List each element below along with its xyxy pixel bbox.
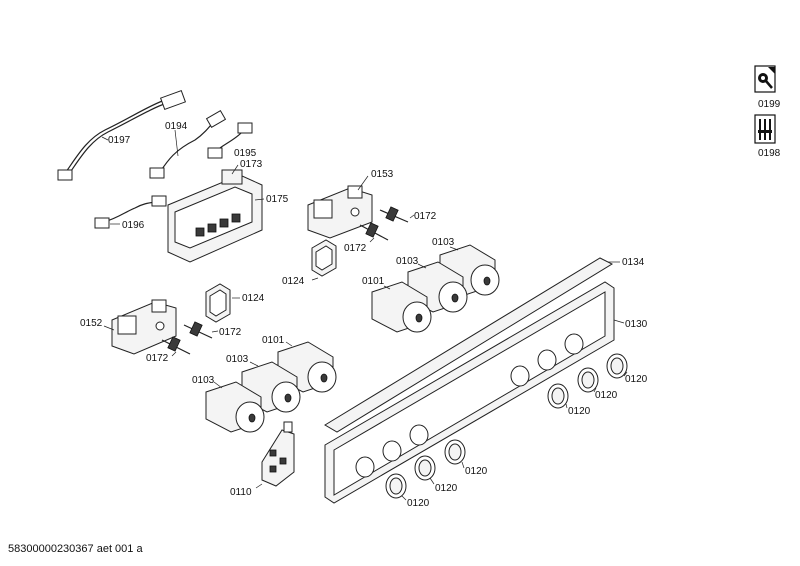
label-0196: 0196 bbox=[122, 220, 145, 231]
label-0120-c: 0120 bbox=[568, 406, 591, 417]
label-0103-a: 0103 bbox=[432, 237, 455, 248]
label-0199: 0199 bbox=[758, 99, 781, 110]
spindle-pin-0172-upper-a[interactable] bbox=[379, 206, 415, 223]
trim-ring-0120-left-mid[interactable] bbox=[414, 455, 436, 485]
wire-harness-0197[interactable] bbox=[57, 89, 187, 181]
label-0120-d: 0120 bbox=[465, 466, 488, 477]
label-0153: 0153 bbox=[371, 169, 394, 180]
control-module-0175[interactable] bbox=[167, 164, 265, 263]
label-0197: 0197 bbox=[108, 135, 131, 146]
wire-harness-0195[interactable] bbox=[207, 122, 253, 159]
label-0195: 0195 bbox=[234, 148, 257, 159]
circuit-board-0110[interactable] bbox=[255, 421, 295, 489]
control-panel-0130[interactable] bbox=[324, 281, 625, 504]
label-0198: 0198 bbox=[758, 148, 781, 159]
trim-ring-0120-left-low[interactable] bbox=[385, 473, 407, 501]
label-0110: 0110 bbox=[230, 487, 252, 498]
bracket-0124-upper[interactable] bbox=[311, 239, 337, 281]
label-0194: 0194 bbox=[165, 121, 188, 132]
knob-assembly-0101-upper[interactable] bbox=[371, 281, 432, 333]
spindle-pin-0172-upper-b[interactable] bbox=[359, 222, 389, 243]
switch-block-0153[interactable] bbox=[307, 175, 373, 239]
label-0103-c: 0103 bbox=[226, 354, 249, 365]
knob-assembly-0103-lower-left[interactable] bbox=[205, 381, 265, 433]
label-0130: 0130 bbox=[625, 319, 648, 330]
label-0172-a: 0172 bbox=[414, 211, 437, 222]
label-0120-a: 0120 bbox=[625, 374, 648, 385]
trim-ring-0120-right-mid[interactable] bbox=[577, 367, 599, 393]
label-0101-b: 0101 bbox=[262, 335, 285, 346]
document-code: 58300000230367 aet 001 a bbox=[8, 543, 143, 555]
spindle-pin-0172-lower-a[interactable] bbox=[183, 321, 219, 339]
switch-block-0152[interactable] bbox=[103, 299, 177, 355]
bracket-0124-lower[interactable] bbox=[205, 283, 240, 323]
label-0120-f: 0120 bbox=[407, 498, 430, 509]
wrench-in-box-icon bbox=[754, 65, 776, 93]
trim-ring-0120-right-low[interactable] bbox=[547, 383, 569, 409]
label-0172-d: 0172 bbox=[146, 353, 169, 364]
label-0120-b: 0120 bbox=[595, 390, 618, 401]
trim-ring-0120-left-top[interactable] bbox=[444, 439, 466, 469]
screwdriver-set-icon bbox=[754, 114, 776, 144]
label-0120-e: 0120 bbox=[435, 483, 458, 494]
label-0172-c: 0172 bbox=[219, 327, 242, 338]
label-0175: 0175 bbox=[266, 194, 289, 205]
wire-harness-0194[interactable] bbox=[149, 109, 227, 179]
label-0124-b: 0124 bbox=[242, 293, 265, 304]
label-0173: 0173 bbox=[240, 159, 263, 170]
label-0152: 0152 bbox=[80, 318, 103, 329]
trim-strip-0134[interactable] bbox=[324, 257, 620, 433]
label-0101-a: 0101 bbox=[362, 276, 385, 287]
label-0134: 0134 bbox=[622, 257, 645, 268]
trim-ring-0120-right-top[interactable] bbox=[606, 353, 628, 379]
wire-harness-0196[interactable] bbox=[94, 195, 167, 229]
label-0103-b: 0103 bbox=[396, 256, 419, 267]
label-0103-d: 0103 bbox=[192, 375, 215, 386]
label-0172-b: 0172 bbox=[344, 243, 367, 254]
label-0124-a: 0124 bbox=[282, 276, 305, 287]
spindle-pin-0172-lower-b[interactable] bbox=[161, 336, 191, 357]
